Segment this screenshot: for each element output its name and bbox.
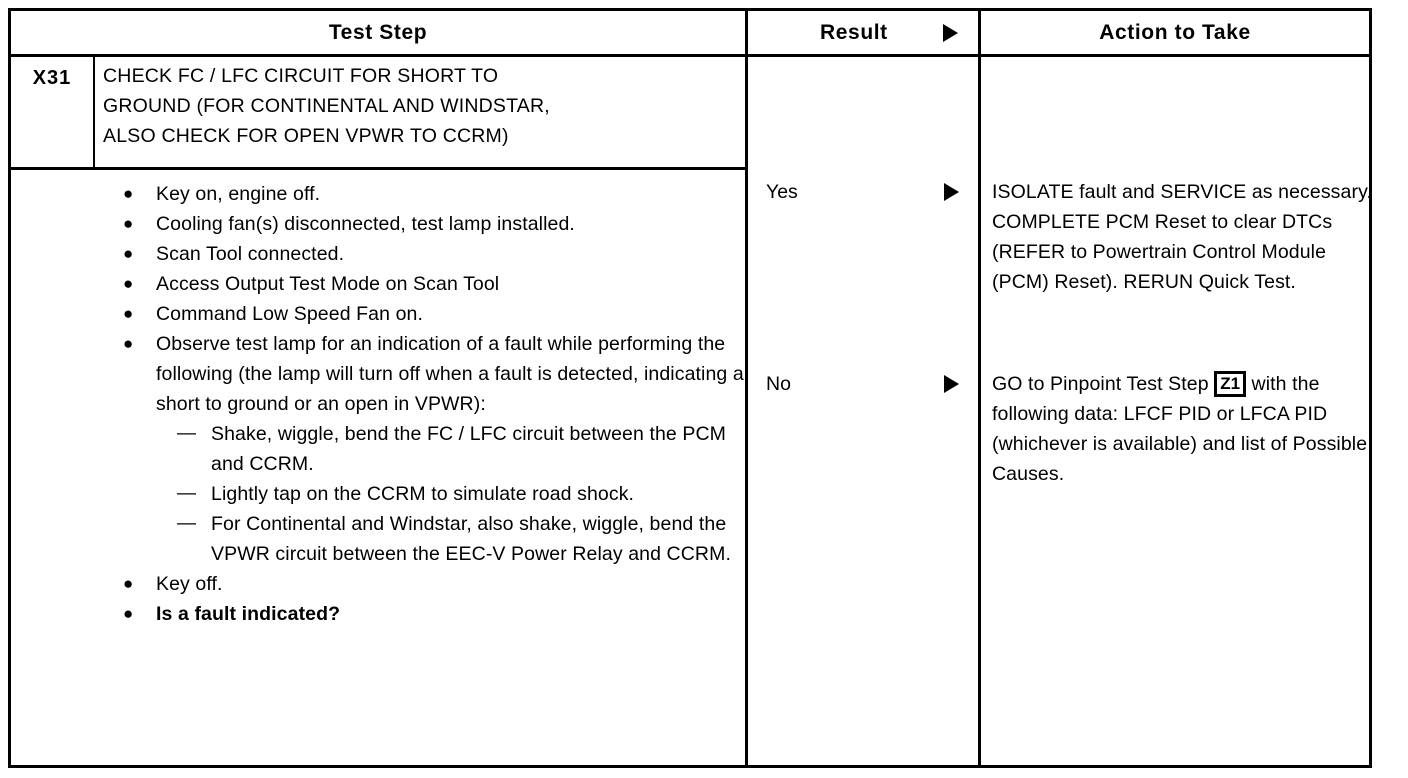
procedure-item: ● Key on, engine off. xyxy=(11,179,745,209)
step-title: CHECK FC / LFC CIRCUIT FOR SHORT TO GROU… xyxy=(103,61,733,151)
bullet-icon: ● xyxy=(123,334,134,353)
procedure-item: ● Key off. xyxy=(11,569,745,599)
step-title-line: CHECK FC / LFC CIRCUIT FOR SHORT TO xyxy=(103,65,499,87)
procedure-item: ● Scan Tool connected. xyxy=(11,239,745,269)
column-header-result-label: Result xyxy=(820,20,888,44)
procedure-item: — Lightly tap on the CCRM to simulate roa… xyxy=(11,479,745,509)
procedure-item-text: Is a fault indicated? xyxy=(156,603,341,625)
result-label: Yes xyxy=(766,181,798,203)
procedure-item: ● Command Low Speed Fan on. xyxy=(11,299,745,329)
column-header-test-step: Test Step xyxy=(11,11,745,54)
right-triangle-icon xyxy=(944,375,959,393)
result-cell-yes: Yes xyxy=(748,177,978,207)
action-text: ISOLATE fault and SERVICE as necessary. … xyxy=(992,181,1372,293)
pinpoint-step-reference[interactable]: Z1 xyxy=(1214,371,1247,397)
action-text-post: with the following data: LFCF PID or LFC… xyxy=(992,373,1368,485)
step-title-line: ALSO CHECK FOR OPEN VPWR TO CCRM) xyxy=(103,125,509,147)
column-divider-action xyxy=(978,11,981,765)
bullet-icon: ● xyxy=(123,214,134,233)
column-header-action-label: Action to Take xyxy=(1099,20,1251,44)
procedure-item: — For Continental and Windstar, also shak… xyxy=(11,509,745,569)
dash-icon: — xyxy=(177,423,197,444)
procedure-item: — Shake, wiggle, bend the FC / LFC circui… xyxy=(11,419,745,479)
procedure-item-text: Cooling fan(s) disconnected, test lamp i… xyxy=(156,213,575,235)
step-number: X31 xyxy=(11,54,93,167)
dash-icon: — xyxy=(177,513,197,534)
bullet-icon: ● xyxy=(123,304,134,323)
step-title-bottom-rule xyxy=(11,167,745,170)
procedure-item-text: Key on, engine off. xyxy=(156,183,321,205)
procedure-item: ● Is a fault indicated? xyxy=(11,599,745,629)
procedure-item: ● Cooling fan(s) disconnected, test lamp … xyxy=(11,209,745,239)
column-header-action-to-take: Action to Take xyxy=(981,11,1369,54)
procedure-item-text: Access Output Test Mode on Scan Tool xyxy=(156,273,500,295)
bullet-icon: ● xyxy=(123,244,134,263)
procedure-item-text: Scan Tool connected. xyxy=(156,243,345,265)
procedure-item-text: For Continental and Windstar, also shake… xyxy=(211,513,731,565)
bullet-icon: ● xyxy=(123,604,134,623)
header-bottom-rule xyxy=(11,54,1369,57)
procedure-item: ● Access Output Test Mode on Scan Tool xyxy=(11,269,745,299)
column-header-test-step-label: Test Step xyxy=(328,20,428,44)
action-cell-yes: ISOLATE fault and SERVICE as necessary. … xyxy=(992,177,1377,297)
right-triangle-icon xyxy=(943,24,958,42)
bullet-icon: ● xyxy=(123,574,134,593)
right-triangle-icon xyxy=(944,183,959,201)
procedure-list: ● Key on, engine off. ● Cooling fan(s) disc… xyxy=(11,170,745,629)
step-number-label: X31 xyxy=(32,67,72,89)
result-cell-no: No xyxy=(748,369,978,399)
column-divider-step-number xyxy=(93,54,95,169)
column-divider-result xyxy=(745,11,748,765)
action-text-pre: GO to Pinpoint Test Step xyxy=(992,373,1215,395)
dash-icon: — xyxy=(177,483,197,504)
table-frame: Test Step Result Action to Take X31 CHEC… xyxy=(8,8,1372,768)
procedure-item-text: Shake, wiggle, bend the FC / LFC circuit… xyxy=(211,423,727,475)
bullet-icon: ● xyxy=(123,274,134,293)
column-header-result: Result xyxy=(748,11,978,54)
procedure-item-text: Key off. xyxy=(156,573,223,595)
bullet-icon: ● xyxy=(123,184,134,203)
procedure-item-text: Lightly tap on the CCRM to simulate road… xyxy=(211,483,635,505)
procedure-item: ● Observe test lamp for an indication of … xyxy=(11,329,745,419)
step-title-line: GROUND (FOR CONTINENTAL AND WINDSTAR, xyxy=(103,95,550,117)
procedure-item-text: Command Low Speed Fan on. xyxy=(156,303,423,325)
action-cell-no: GO to Pinpoint Test Step Z1 with the fol… xyxy=(992,369,1377,489)
result-label: No xyxy=(766,373,791,395)
procedure-item-text: Observe test lamp for an indication of a… xyxy=(156,333,744,415)
